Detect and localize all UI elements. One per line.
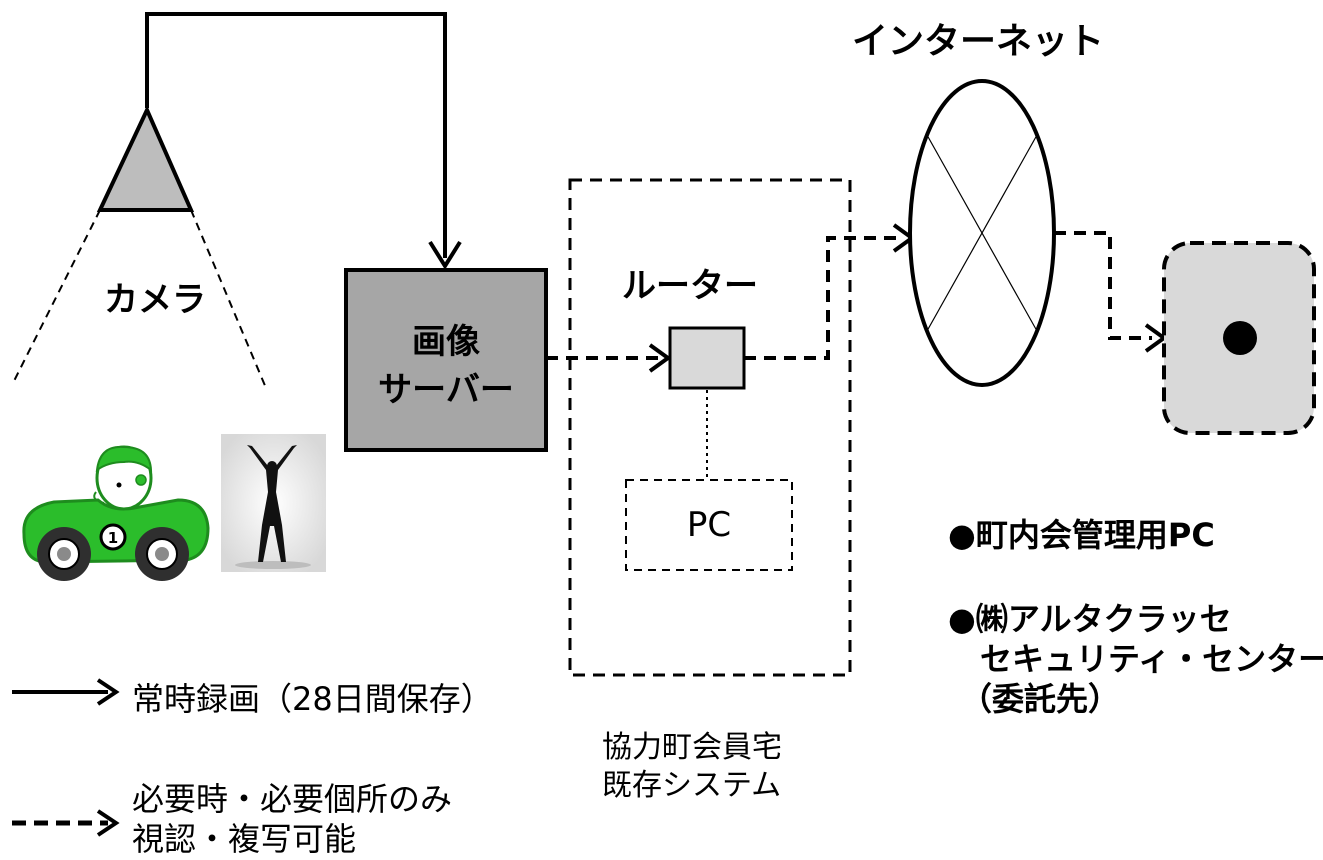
cooperating-home-box [568,178,852,677]
continuous-recording-line [145,12,447,258]
image-server-label-line2: サーバー [378,370,514,410]
legend-solid-label: 常時録画（28日間保存） [132,680,493,718]
router-to-internet-line [744,236,902,360]
cooperating-home-label-line1: 協力町会員宅 [602,730,782,765]
internet-label: インターネット [852,21,1105,62]
cooperating-home-label-line2: 既存システム [602,768,782,803]
camera-view-line-right [190,209,267,389]
server-to-router-arrowhead [648,343,672,373]
router-label: ルーター [622,266,758,306]
security-center-label-line1: ●㈱アルタクラッセ [948,600,1232,638]
internet-ellipse-icon [908,79,1056,387]
pc-label: PC [686,505,732,545]
legend-dashed-label-line2: 視認・複写可能 [132,820,357,858]
neighborhood-pc-label: ●町内会管理用PC [948,516,1215,554]
image-server-box [344,268,548,452]
internet-to-remote-arrowhead [1144,323,1168,353]
svg-text:1: 1 [108,529,118,547]
person-silhouette-icon [221,434,326,572]
router-box [668,326,746,390]
internet-to-remote-line [1054,231,1152,340]
racing-car-icon: 1 [22,445,210,581]
legend-dashed-arrowhead [96,809,120,837]
camera-label: カメラ [104,280,206,320]
security-center-label-line3: （委託先） [960,680,1121,718]
camera-view-line-left [11,209,101,386]
camera-triangle-icon [96,105,195,212]
continuous-recording-arrowhead [428,240,462,270]
legend-solid-arrowhead [96,678,120,706]
remote-pc-dot [1223,321,1257,355]
image-server-label-line1: 画像 [412,322,480,362]
pc-box [625,479,793,571]
legend-dashed-label-line1: 必要時・必要個所のみ [132,780,453,818]
security-center-label-line2: セキュリティ・センター [980,640,1323,678]
